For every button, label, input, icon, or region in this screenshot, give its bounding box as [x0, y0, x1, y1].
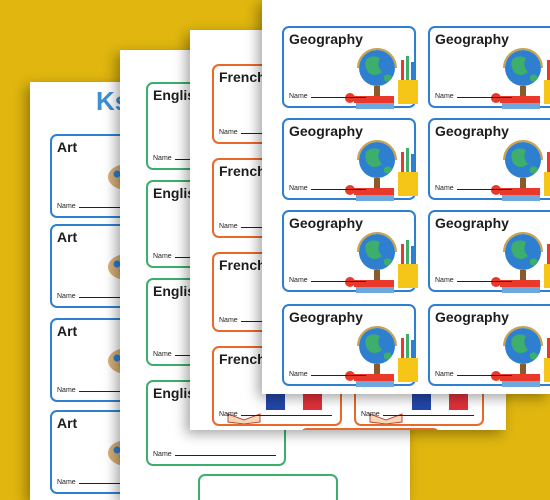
name-line: [457, 281, 512, 282]
globe-with-books-and-pencil-cup-icon: [491, 326, 550, 387]
label-subject: Englis: [153, 283, 196, 299]
label-subject: Englis: [153, 185, 196, 201]
name-line: [457, 189, 512, 190]
french-flag-icon: [412, 394, 469, 410]
globe-with-books-and-pencil-cup-icon: [345, 48, 418, 109]
label-subject: Geography: [435, 215, 509, 231]
globe-with-books-and-pencil-cup-icon: [345, 232, 418, 293]
globe-with-books-and-pencil-cup-icon: [491, 232, 550, 293]
name-label: Name: [435, 93, 454, 100]
name-label: Name: [219, 129, 238, 136]
label-subject: Art: [57, 229, 78, 245]
label-subject: French: [219, 351, 266, 367]
label-subject: Art: [57, 139, 78, 155]
english-label: Name: [198, 474, 338, 500]
name-line: [311, 189, 366, 190]
label-subject: French: [219, 257, 266, 273]
label-subject: Geography: [289, 123, 363, 139]
label-subject: Englis: [153, 87, 196, 103]
label-subject: Geography: [289, 309, 363, 325]
name-line: [383, 415, 474, 416]
name-label: Name: [153, 451, 172, 458]
name-line: [311, 281, 366, 282]
name-line: [311, 97, 366, 98]
label-subject: Geography: [289, 31, 363, 47]
label-subject: Art: [57, 323, 78, 339]
globe-with-books-and-pencil-cup-icon: [345, 140, 418, 201]
name-line: [311, 375, 366, 376]
name-line: [175, 455, 276, 456]
name-line: [241, 415, 332, 416]
french-label: Name: [300, 428, 440, 430]
name-label: Name: [57, 203, 76, 210]
name-line: [457, 375, 512, 376]
name-label: Name: [57, 387, 76, 394]
label-subject: Art: [57, 415, 78, 431]
name-label: Name: [289, 185, 308, 192]
label-subject: Geography: [435, 31, 509, 47]
label-subject: Geography: [435, 309, 509, 325]
label-subject: French: [219, 163, 266, 179]
name-label: Name: [435, 185, 454, 192]
label-subject: French: [219, 69, 266, 85]
globe-with-books-and-pencil-cup-icon: [345, 326, 418, 387]
name-label: Name: [219, 223, 238, 230]
globe-with-books-and-pencil-cup-icon: [491, 140, 550, 201]
name-line: [457, 97, 512, 98]
name-label: Name: [289, 371, 308, 378]
name-label: Name: [153, 253, 172, 260]
globe-with-books-and-pencil-cup-icon: [491, 48, 550, 109]
label-subject: Geography: [289, 215, 363, 231]
name-label: Name: [289, 93, 308, 100]
name-label: Name: [435, 277, 454, 284]
name-label: Name: [289, 277, 308, 284]
label-subject: Geography: [435, 123, 509, 139]
name-label: Name: [435, 371, 454, 378]
name-label: Name: [153, 155, 172, 162]
french-flag-icon: [266, 394, 323, 410]
open-book-icon: [369, 413, 403, 424]
name-label: Name: [57, 293, 76, 300]
name-label: Name: [57, 479, 76, 486]
name-label: Name: [153, 351, 172, 358]
name-label: Name: [219, 317, 238, 324]
label-subject: Englis: [153, 385, 196, 401]
name-label: Name: [361, 411, 380, 418]
open-book-icon: [227, 413, 261, 424]
name-label: Name: [219, 411, 238, 418]
